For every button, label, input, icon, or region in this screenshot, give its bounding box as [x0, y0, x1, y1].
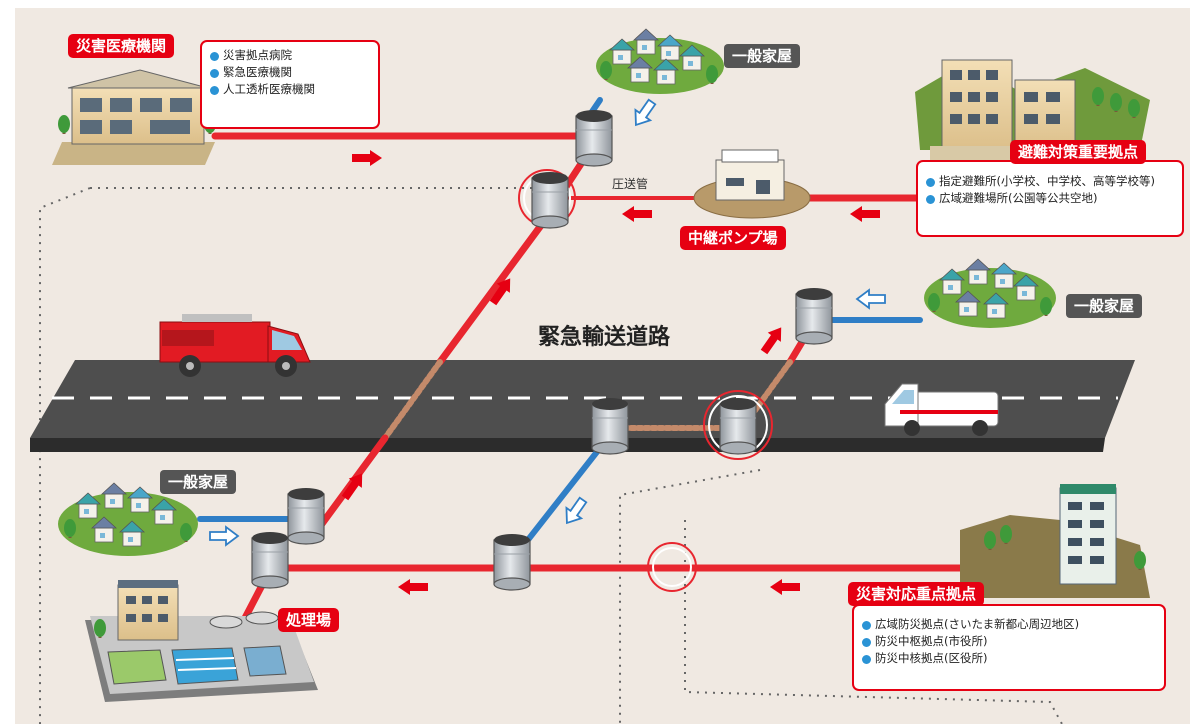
pump-station-label: 中継ポンプ場 [680, 226, 786, 250]
evacuation-title: 避難対策重要拠点 [1010, 140, 1147, 164]
disaster-response-item: 広域防災拠点(さいたま新都心周辺地区) [862, 616, 1156, 633]
school-icon [915, 59, 1150, 160]
fire-truck-icon [159, 314, 311, 377]
houses-icon [924, 258, 1056, 328]
pump-station-icon [693, 149, 811, 219]
household-label-left: 一般家屋 [160, 470, 237, 494]
ambulance-icon [884, 383, 999, 436]
hospital-icon [52, 69, 216, 165]
emergency-road [30, 360, 1135, 452]
evacuation-list-box: 指定避難所(小学校、中学校、高等学校等) 広域避難場所(公園等公共空地) [916, 160, 1184, 237]
medical-item: 災害拠点病院 [210, 47, 370, 64]
medical-item: 人工透析医療機関 [210, 81, 370, 98]
evacuation-item: 広域避難場所(公園等公共空地) [926, 190, 1174, 207]
disaster-response-item: 防災中核拠点(区役所) [862, 650, 1156, 667]
dotted-boundary-left [39, 187, 91, 724]
disaster-response-list-box: 広域防災拠点(さいたま新都心周辺地区) 防災中枢拠点(市役所) 防災中核拠点(区… [852, 604, 1166, 691]
treatment-plant-icon [85, 580, 318, 702]
medical-list-box: 災害拠点病院 緊急医療機関 人工透析医療機関 [200, 40, 380, 129]
road-label: 緊急輸送道路 [538, 324, 671, 350]
houses-icon [596, 28, 724, 94]
disaster-response-item: 防災中枢拠点(市役所) [862, 633, 1156, 650]
city-hall-icon [960, 484, 1150, 598]
disaster-response-title: 災害対応重点拠点 [848, 582, 985, 606]
household-label-right: 一般家屋 [1066, 294, 1143, 318]
household-label-top: 一般家屋 [724, 44, 801, 68]
houses-icon [58, 482, 198, 556]
pressure-pipe-label: 圧送管 [612, 176, 648, 191]
medical-item: 緊急医療機関 [210, 64, 370, 81]
treatment-plant-label: 処理場 [278, 608, 340, 632]
evacuation-item: 指定避難所(小学校、中学校、高等学校等) [926, 173, 1174, 190]
medical-title: 災害医療機関 [68, 34, 175, 58]
